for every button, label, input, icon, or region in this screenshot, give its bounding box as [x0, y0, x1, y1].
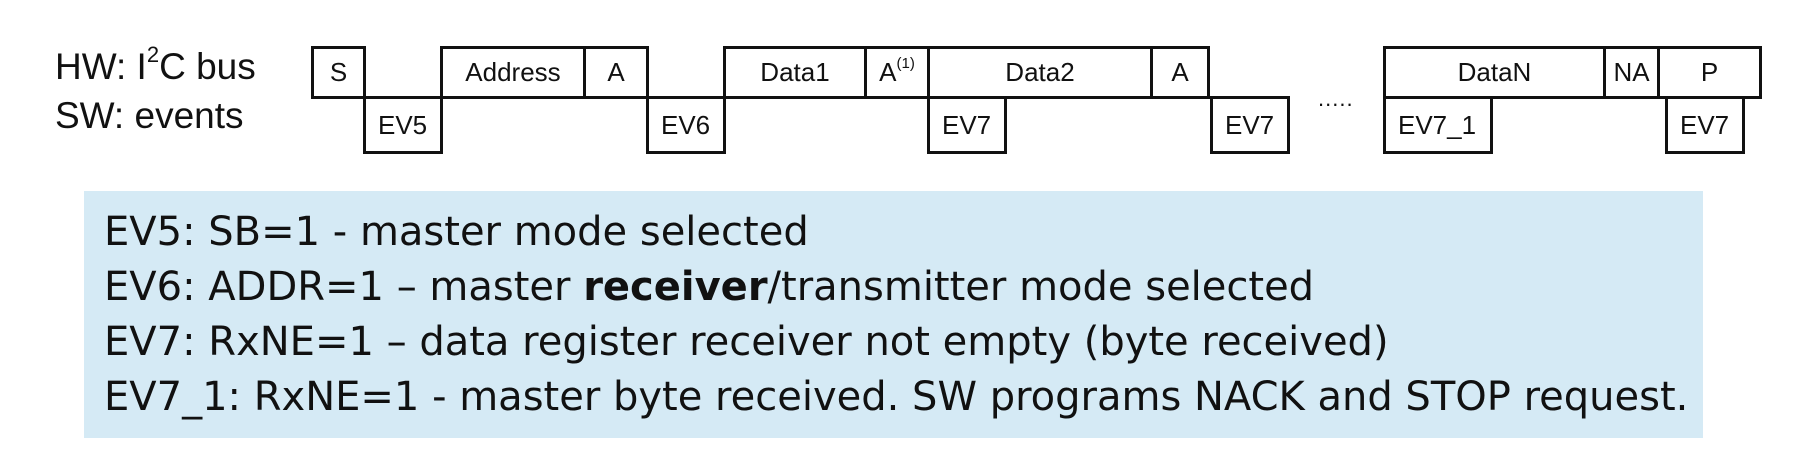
ellipsis: .....: [1318, 86, 1354, 111]
sw-event-ev7-3: EV7: [1665, 96, 1745, 154]
legend-line-ev7-1: EV7_1: RxNE=1 - master byte received. SW…: [104, 374, 1689, 420]
hw-cell-ack-2: A: [1150, 46, 1210, 99]
hw-bus-label: HW: I2C bus: [55, 42, 256, 87]
hw-cell-address: Address: [440, 46, 586, 99]
hw-cell-ack: A: [583, 46, 649, 99]
legend-line-ev5: EV5: SB=1 - master mode selected: [104, 209, 809, 255]
legend-line-ev7: EV7: RxNE=1 – data register receiver not…: [104, 319, 1389, 365]
hw-cell-start: S: [311, 46, 366, 99]
hw-cell-ack-note: A(1): [864, 46, 930, 99]
sw-event-ev6: EV6: [646, 96, 726, 154]
sw-event-ev7: EV7: [927, 96, 1007, 154]
hw-cell-data1: Data1: [723, 46, 867, 99]
hw-cell-stop: P: [1657, 46, 1762, 99]
sw-event-ev5: EV5: [363, 96, 443, 154]
hw-cell-data2: Data2: [927, 46, 1153, 99]
sw-event-ev7-1: EV7_1: [1383, 96, 1493, 154]
sw-events-label: SW: events: [55, 95, 244, 136]
event-legend: EV5: SB=1 - master mode selected EV6: AD…: [84, 191, 1703, 438]
hw-cell-datan: DataN: [1383, 46, 1606, 99]
sw-event-ev7-2: EV7: [1210, 96, 1290, 154]
legend-line-ev6: EV6: ADDR=1 – master receiver/transmitte…: [104, 264, 1315, 310]
hw-cell-nack: NA: [1603, 46, 1660, 99]
